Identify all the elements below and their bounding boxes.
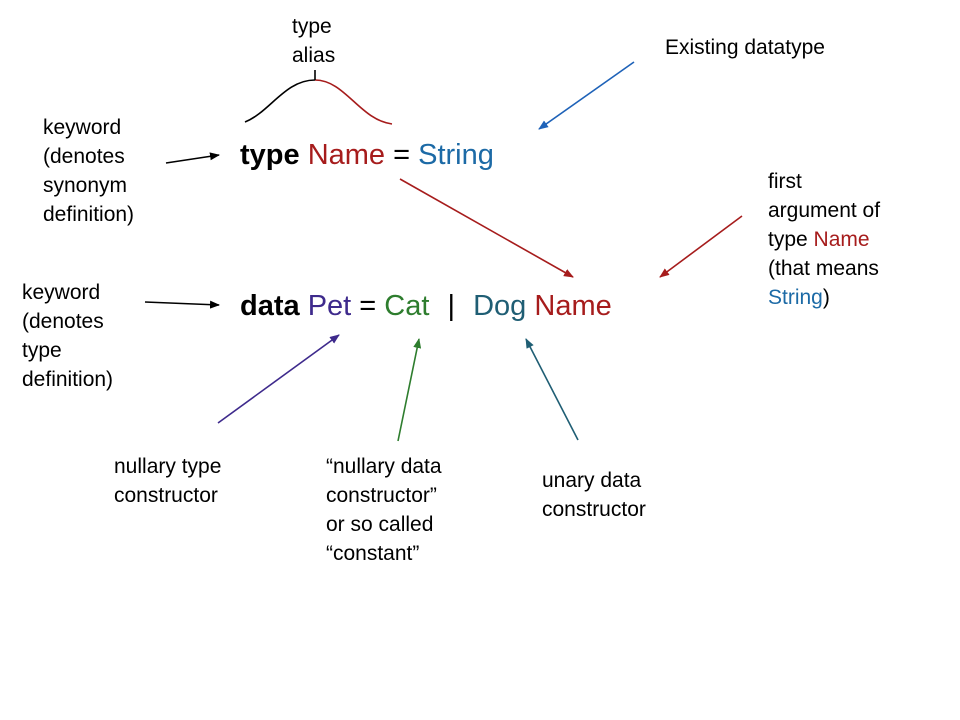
keyword-synonym-label: keyword (denotes synonym definition) (43, 113, 134, 229)
unary-data-line-1: unary data (542, 469, 642, 492)
nullary-data-line-1: “nullary data (326, 455, 442, 478)
nullary-data-line-4: “constant” (326, 542, 420, 565)
type-alias-brace-left (244, 79, 316, 123)
type-keyword: type (240, 139, 300, 171)
keyword-type-line-2: (denotes (22, 310, 104, 333)
first-argument-string: String (768, 286, 823, 309)
data-dog: Dog (473, 290, 527, 322)
nullary-data-line-3: or so called (326, 513, 434, 536)
type-alias-label: type alias (292, 12, 335, 70)
data-equals: = (359, 290, 377, 322)
keyword-type-line-4: definition) (22, 368, 114, 391)
first-argument-type-prefix: type (768, 228, 814, 251)
existing-datatype-label: Existing datatype (665, 36, 825, 59)
first-argument-line-2: argument of (768, 199, 881, 222)
first-argument-line-1: first (768, 170, 802, 193)
arrow-existing-datatype (538, 61, 635, 130)
arrow-keyword-type (144, 300, 220, 309)
data-definition-code: data Pet = Cat | Dog Name (240, 289, 612, 323)
first-argument-close-paren: ) (822, 286, 830, 309)
type-string: String (418, 139, 494, 171)
first-argument-line-4: (that means (768, 257, 879, 280)
type-alias-brace-right (314, 79, 393, 125)
arrow-name-to-argument (399, 178, 574, 278)
keyword-type-label: keyword (denotes type definition) (22, 278, 113, 394)
keyword-type-line-1: keyword (22, 281, 101, 304)
first-argument-line-5: String) (768, 283, 880, 312)
first-argument-type-name: Name (813, 228, 870, 251)
data-pet: Pet (307, 290, 352, 322)
type-synonym-code: type Name = String (240, 138, 494, 172)
data-keyword: data (240, 290, 300, 322)
type-alias-line-2: alias (292, 44, 336, 67)
type-alias-line-1: type (292, 15, 332, 38)
nullary-type-line-2: constructor (114, 484, 218, 507)
arrow-first-argument (659, 215, 743, 278)
keyword-synonym-line-3: synonym (43, 174, 128, 197)
keyword-synonym-line-4: definition) (43, 203, 135, 226)
arrow-nullary-data (397, 338, 422, 442)
unary-data-label: unary data constructor (542, 466, 646, 524)
keyword-type-line-3: type (22, 339, 62, 362)
arrow-keyword-synonym (165, 152, 220, 164)
first-argument-label: first argument of type Name (that means … (768, 167, 880, 312)
first-argument-line-3: type Name (768, 225, 880, 254)
nullary-type-label: nullary type constructor (114, 452, 221, 510)
arrow-unary-data (525, 338, 579, 441)
keyword-synonym-line-2: (denotes (43, 145, 125, 168)
data-cat: Cat (384, 290, 430, 322)
arrow-nullary-type (217, 334, 340, 424)
nullary-data-line-2: constructor” (326, 484, 437, 507)
data-name: Name (534, 290, 612, 322)
nullary-data-label: “nullary data constructor” or so called … (326, 452, 442, 568)
nullary-type-line-1: nullary type (114, 455, 222, 478)
data-bar: | (447, 290, 456, 322)
unary-data-line-2: constructor (542, 498, 646, 521)
keyword-synonym-line-1: keyword (43, 116, 122, 139)
type-equals: = (393, 139, 411, 171)
type-name: Name (307, 139, 386, 171)
